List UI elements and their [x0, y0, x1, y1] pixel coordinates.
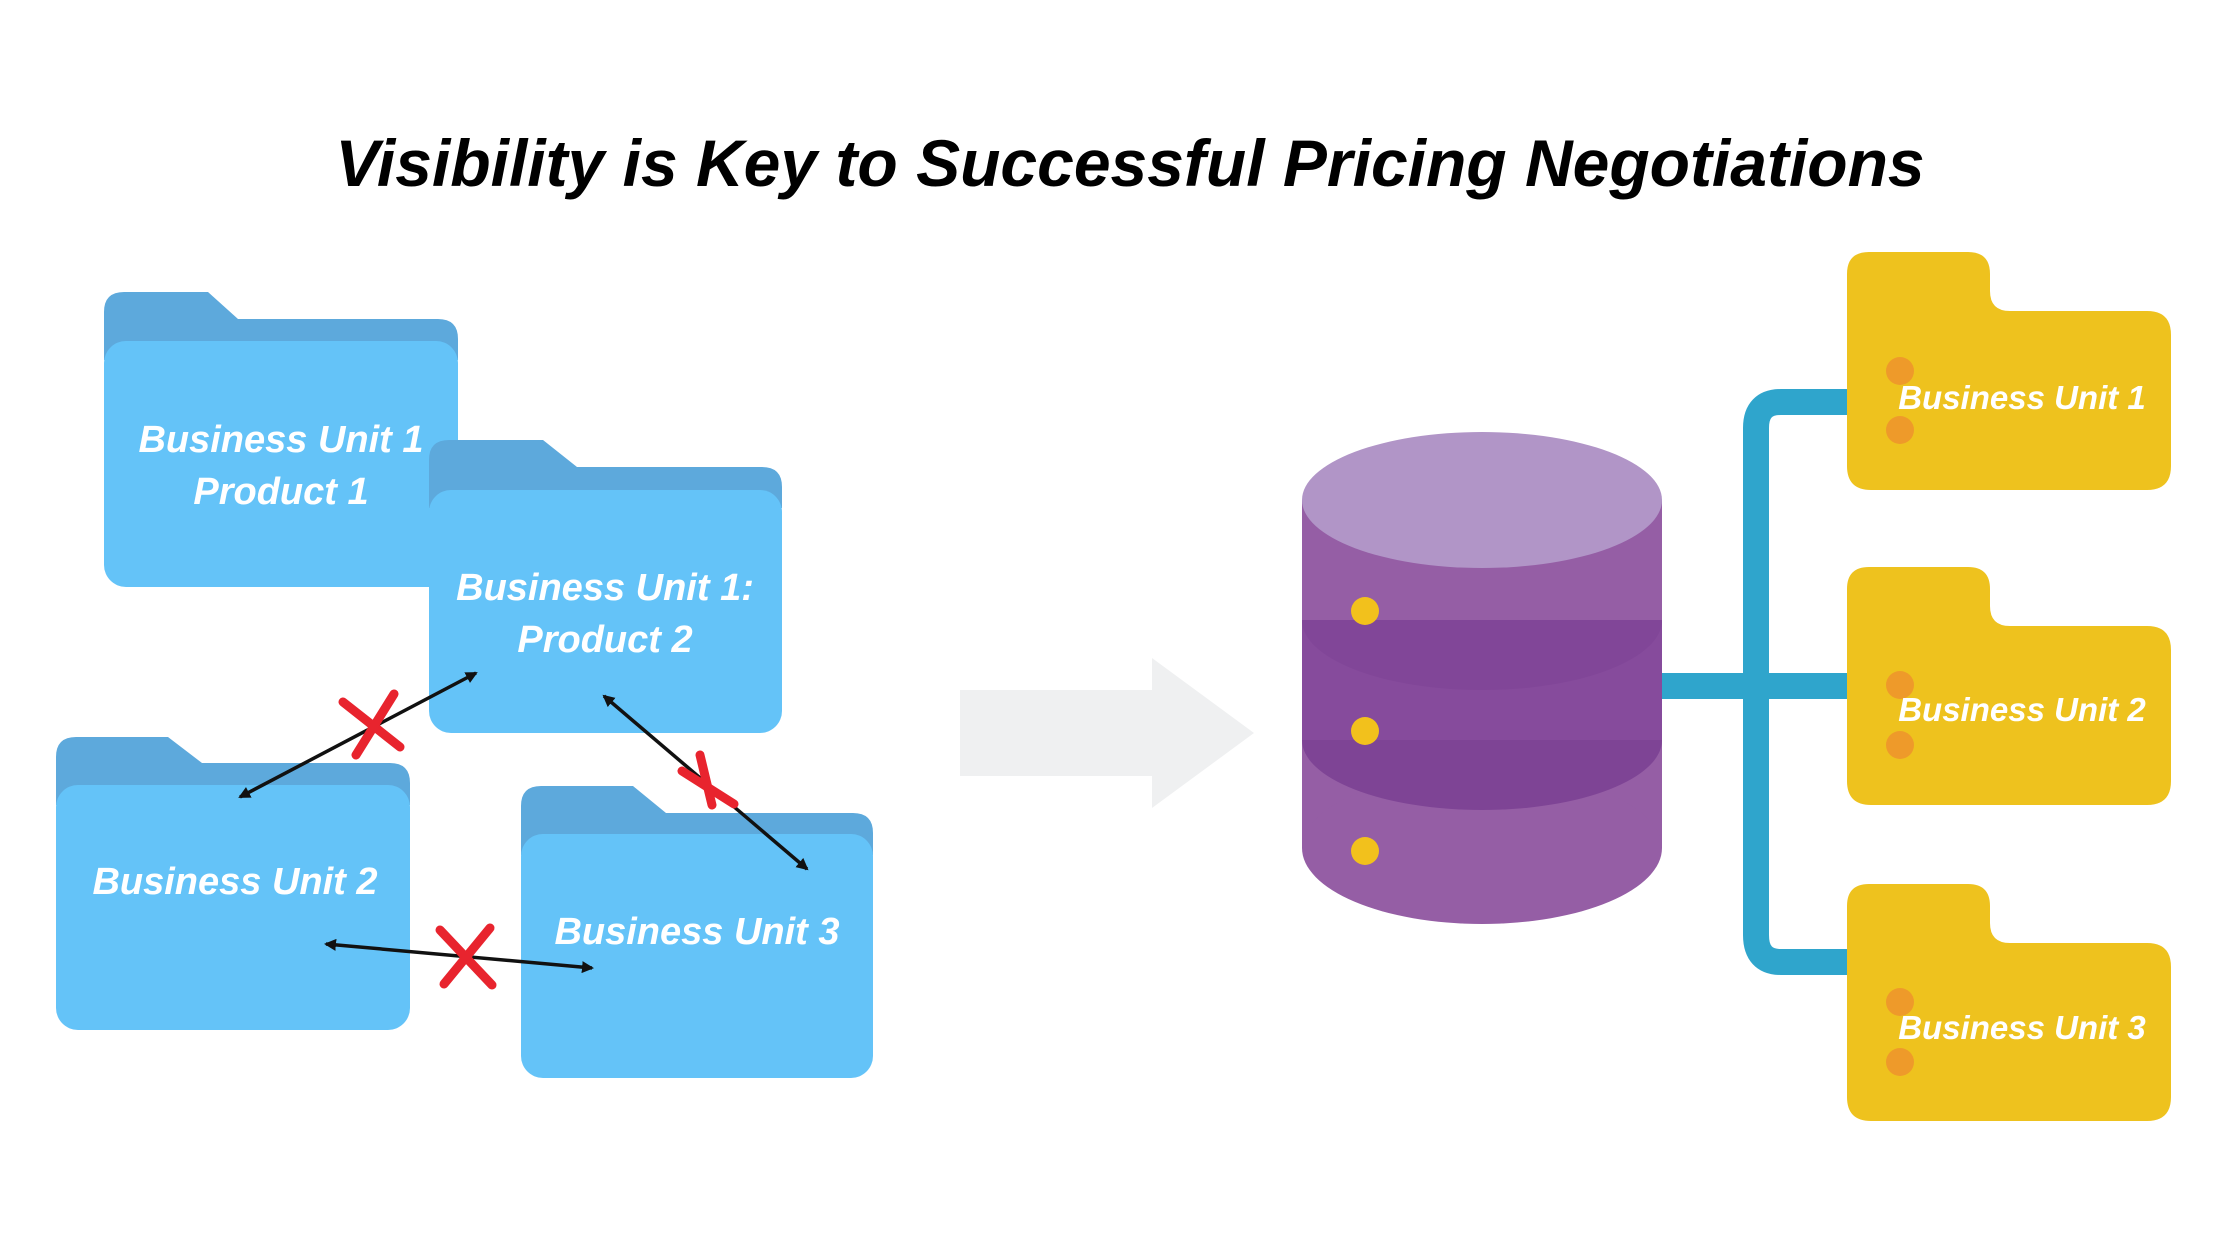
- blocked-link-bu1p2-bu2: [238, 671, 478, 799]
- red-x-icon: [435, 923, 497, 990]
- diagram-title: Visibility is Key to Successful Pricing …: [335, 126, 1924, 200]
- folder-dot: [1886, 731, 1914, 759]
- red-x-icon: [338, 689, 405, 760]
- folder-dot: [1886, 416, 1914, 444]
- folder-label-line2: Product 2: [517, 619, 692, 661]
- folder-label: Business Unit 2: [1898, 691, 2146, 728]
- connector-tree: [1655, 389, 1859, 975]
- yellow-folder-bu1: Business Unit 1: [1847, 252, 2171, 490]
- folder-dot: [1886, 671, 1914, 699]
- status-dot: [1351, 717, 1379, 745]
- red-x-icon: [677, 750, 739, 810]
- right-arrow-icon: [960, 658, 1254, 808]
- blocked-link-bu2-bu3: [324, 923, 594, 990]
- folder-label: Business Unit 3: [1898, 1009, 2146, 1046]
- folder-bu3: Business Unit 3: [521, 786, 873, 1078]
- folder-dot: [1886, 988, 1914, 1016]
- folder-label: Business Unit 3: [554, 911, 839, 953]
- folder-label: Business Unit 2: [92, 861, 377, 903]
- database-icon: [1302, 432, 1662, 924]
- folder-bu1-product2: Business Unit 1: Product 2: [429, 440, 782, 733]
- folder-label: Business Unit 1: [1898, 379, 2146, 416]
- folder-label-line1: Business Unit 1:: [456, 567, 754, 609]
- folder-bu1-product1: Business Unit 1 Product 1: [104, 292, 458, 587]
- folder-bu2: Business Unit 2: [56, 737, 410, 1030]
- status-dot: [1351, 837, 1379, 865]
- folder-dot: [1886, 1048, 1914, 1076]
- folder-label-line1: Business Unit 1: [138, 419, 423, 461]
- yellow-folder-bu3: Business Unit 3: [1847, 884, 2171, 1121]
- status-dot: [1351, 597, 1379, 625]
- folder-label-line2: Product 1: [193, 471, 368, 513]
- yellow-folder-bu2: Business Unit 2: [1847, 567, 2171, 805]
- folder-dot: [1886, 357, 1914, 385]
- blocked-link-bu1p2-bu3: [602, 694, 809, 871]
